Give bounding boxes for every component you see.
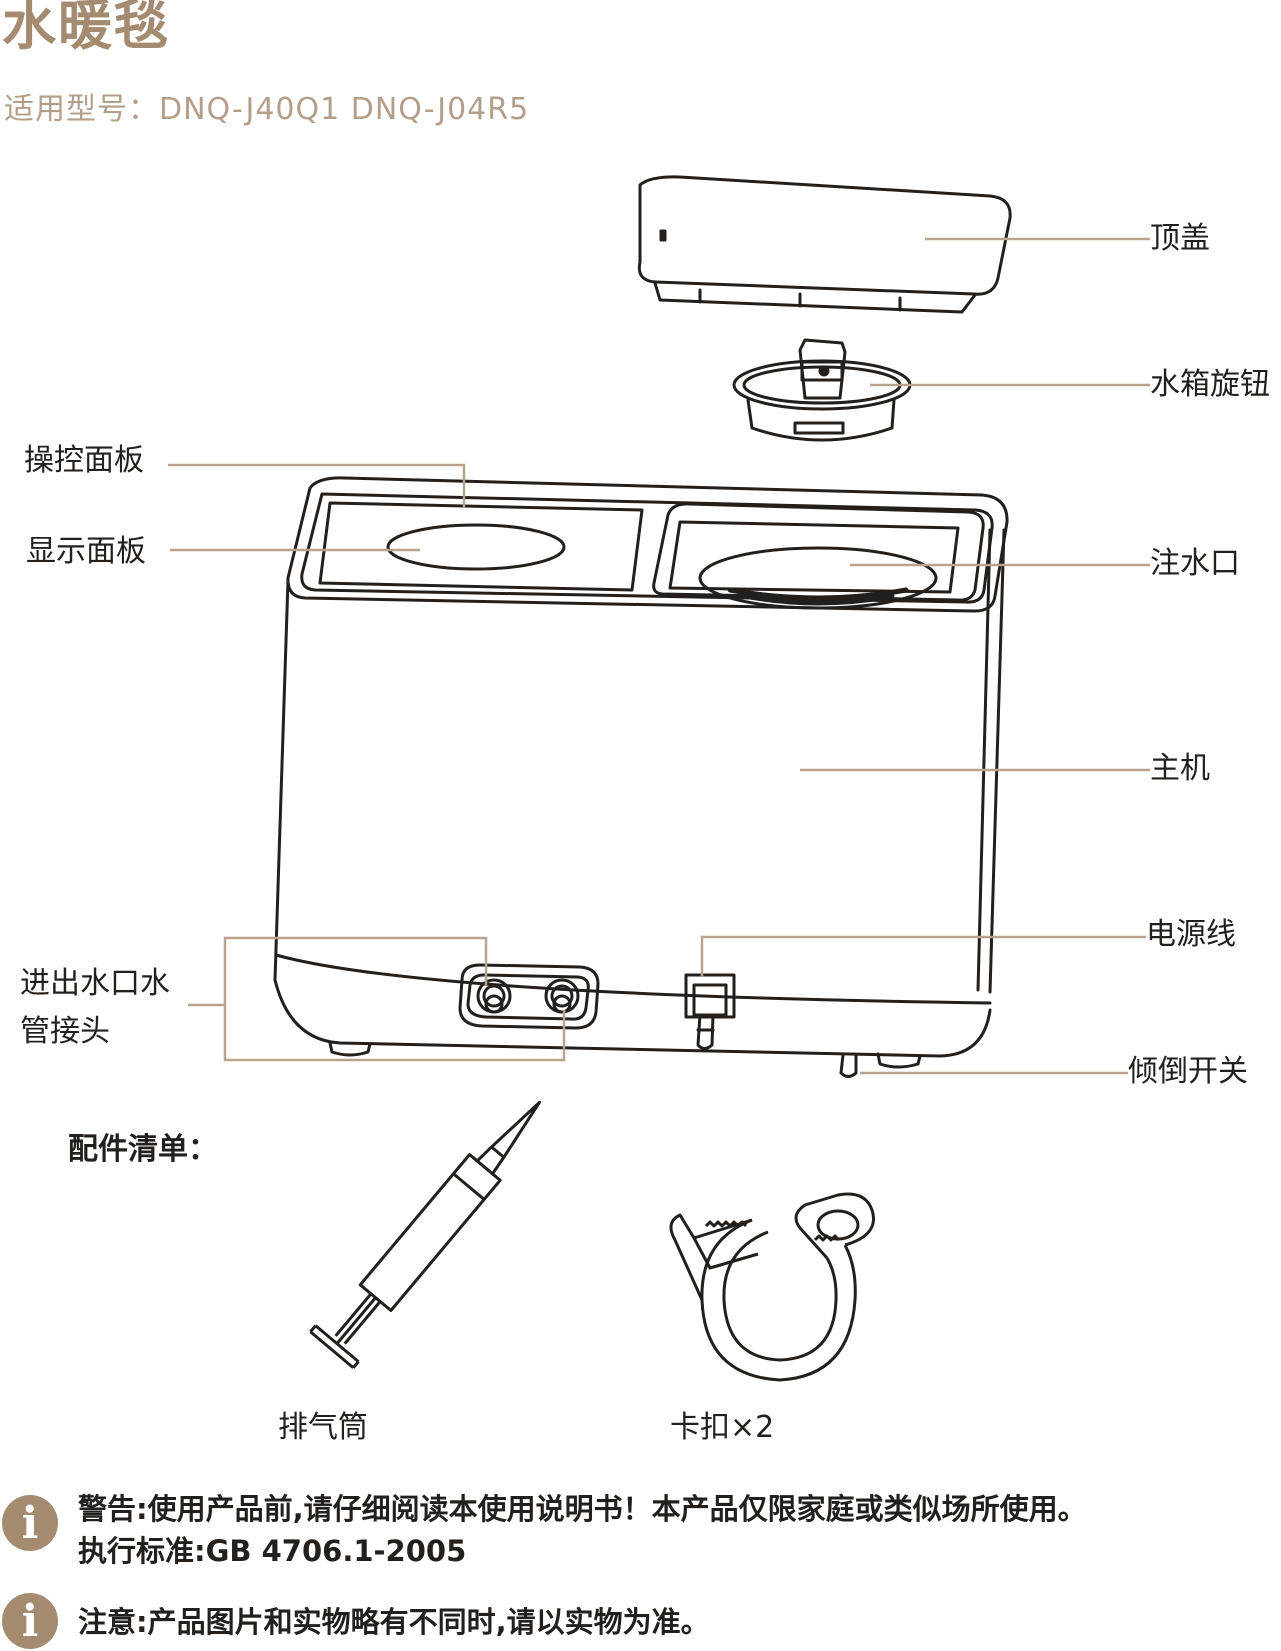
connector-drawing [458, 963, 600, 1030]
standard-text: 执行标准:GB 4706.1-2005 [78, 1534, 467, 1568]
info-icon: i [2, 1593, 58, 1649]
label-power-cord: 电源线 [1146, 917, 1236, 952]
note-text: 注意:产品图片和实物略有不同时,请以实物为准。 [78, 1605, 710, 1639]
accessory-label-exhaust-tube: 排气筒 [278, 1410, 368, 1445]
info-icon: i [2, 1495, 58, 1551]
label-connector-line2: 管接头 [20, 1014, 110, 1049]
top-cover-drawing [637, 175, 1012, 314]
power-cord-drawing [684, 973, 736, 1050]
accessory-label-clip: 卡扣×2 [670, 1410, 775, 1445]
warning-text: 警告:使用产品前,请仔细阅读本使用说明书！本产品仅限家庭或类似场所使用。 [78, 1492, 1087, 1526]
tank-knob-drawing [732, 338, 912, 442]
main-unit-drawing [273, 476, 1009, 1078]
accessories-heading: 配件清单： [68, 1132, 218, 1167]
label-top-cover: 顶盖 [1150, 221, 1210, 256]
label-water-inlet: 注水口 [1150, 546, 1240, 581]
label-tank-knob: 水箱旋钮 [1150, 367, 1270, 402]
page-title: 水暖毯 [2, 0, 170, 57]
label-connector-line1: 进出水口水 [20, 966, 170, 1001]
label-display-panel: 显示面板 [26, 534, 146, 569]
label-main-unit: 主机 [1150, 751, 1210, 786]
model-numbers: 适用型号：DNQ-J40Q1 DNQ-J04R5 [4, 92, 530, 127]
clip-drawing [669, 1192, 875, 1382]
exhaust-tube-drawing [309, 1100, 541, 1369]
leader-lines [168, 237, 1150, 1075]
label-tilt-switch: 倾倒开关 [1128, 1054, 1248, 1089]
label-control-panel: 操控面板 [24, 443, 144, 478]
